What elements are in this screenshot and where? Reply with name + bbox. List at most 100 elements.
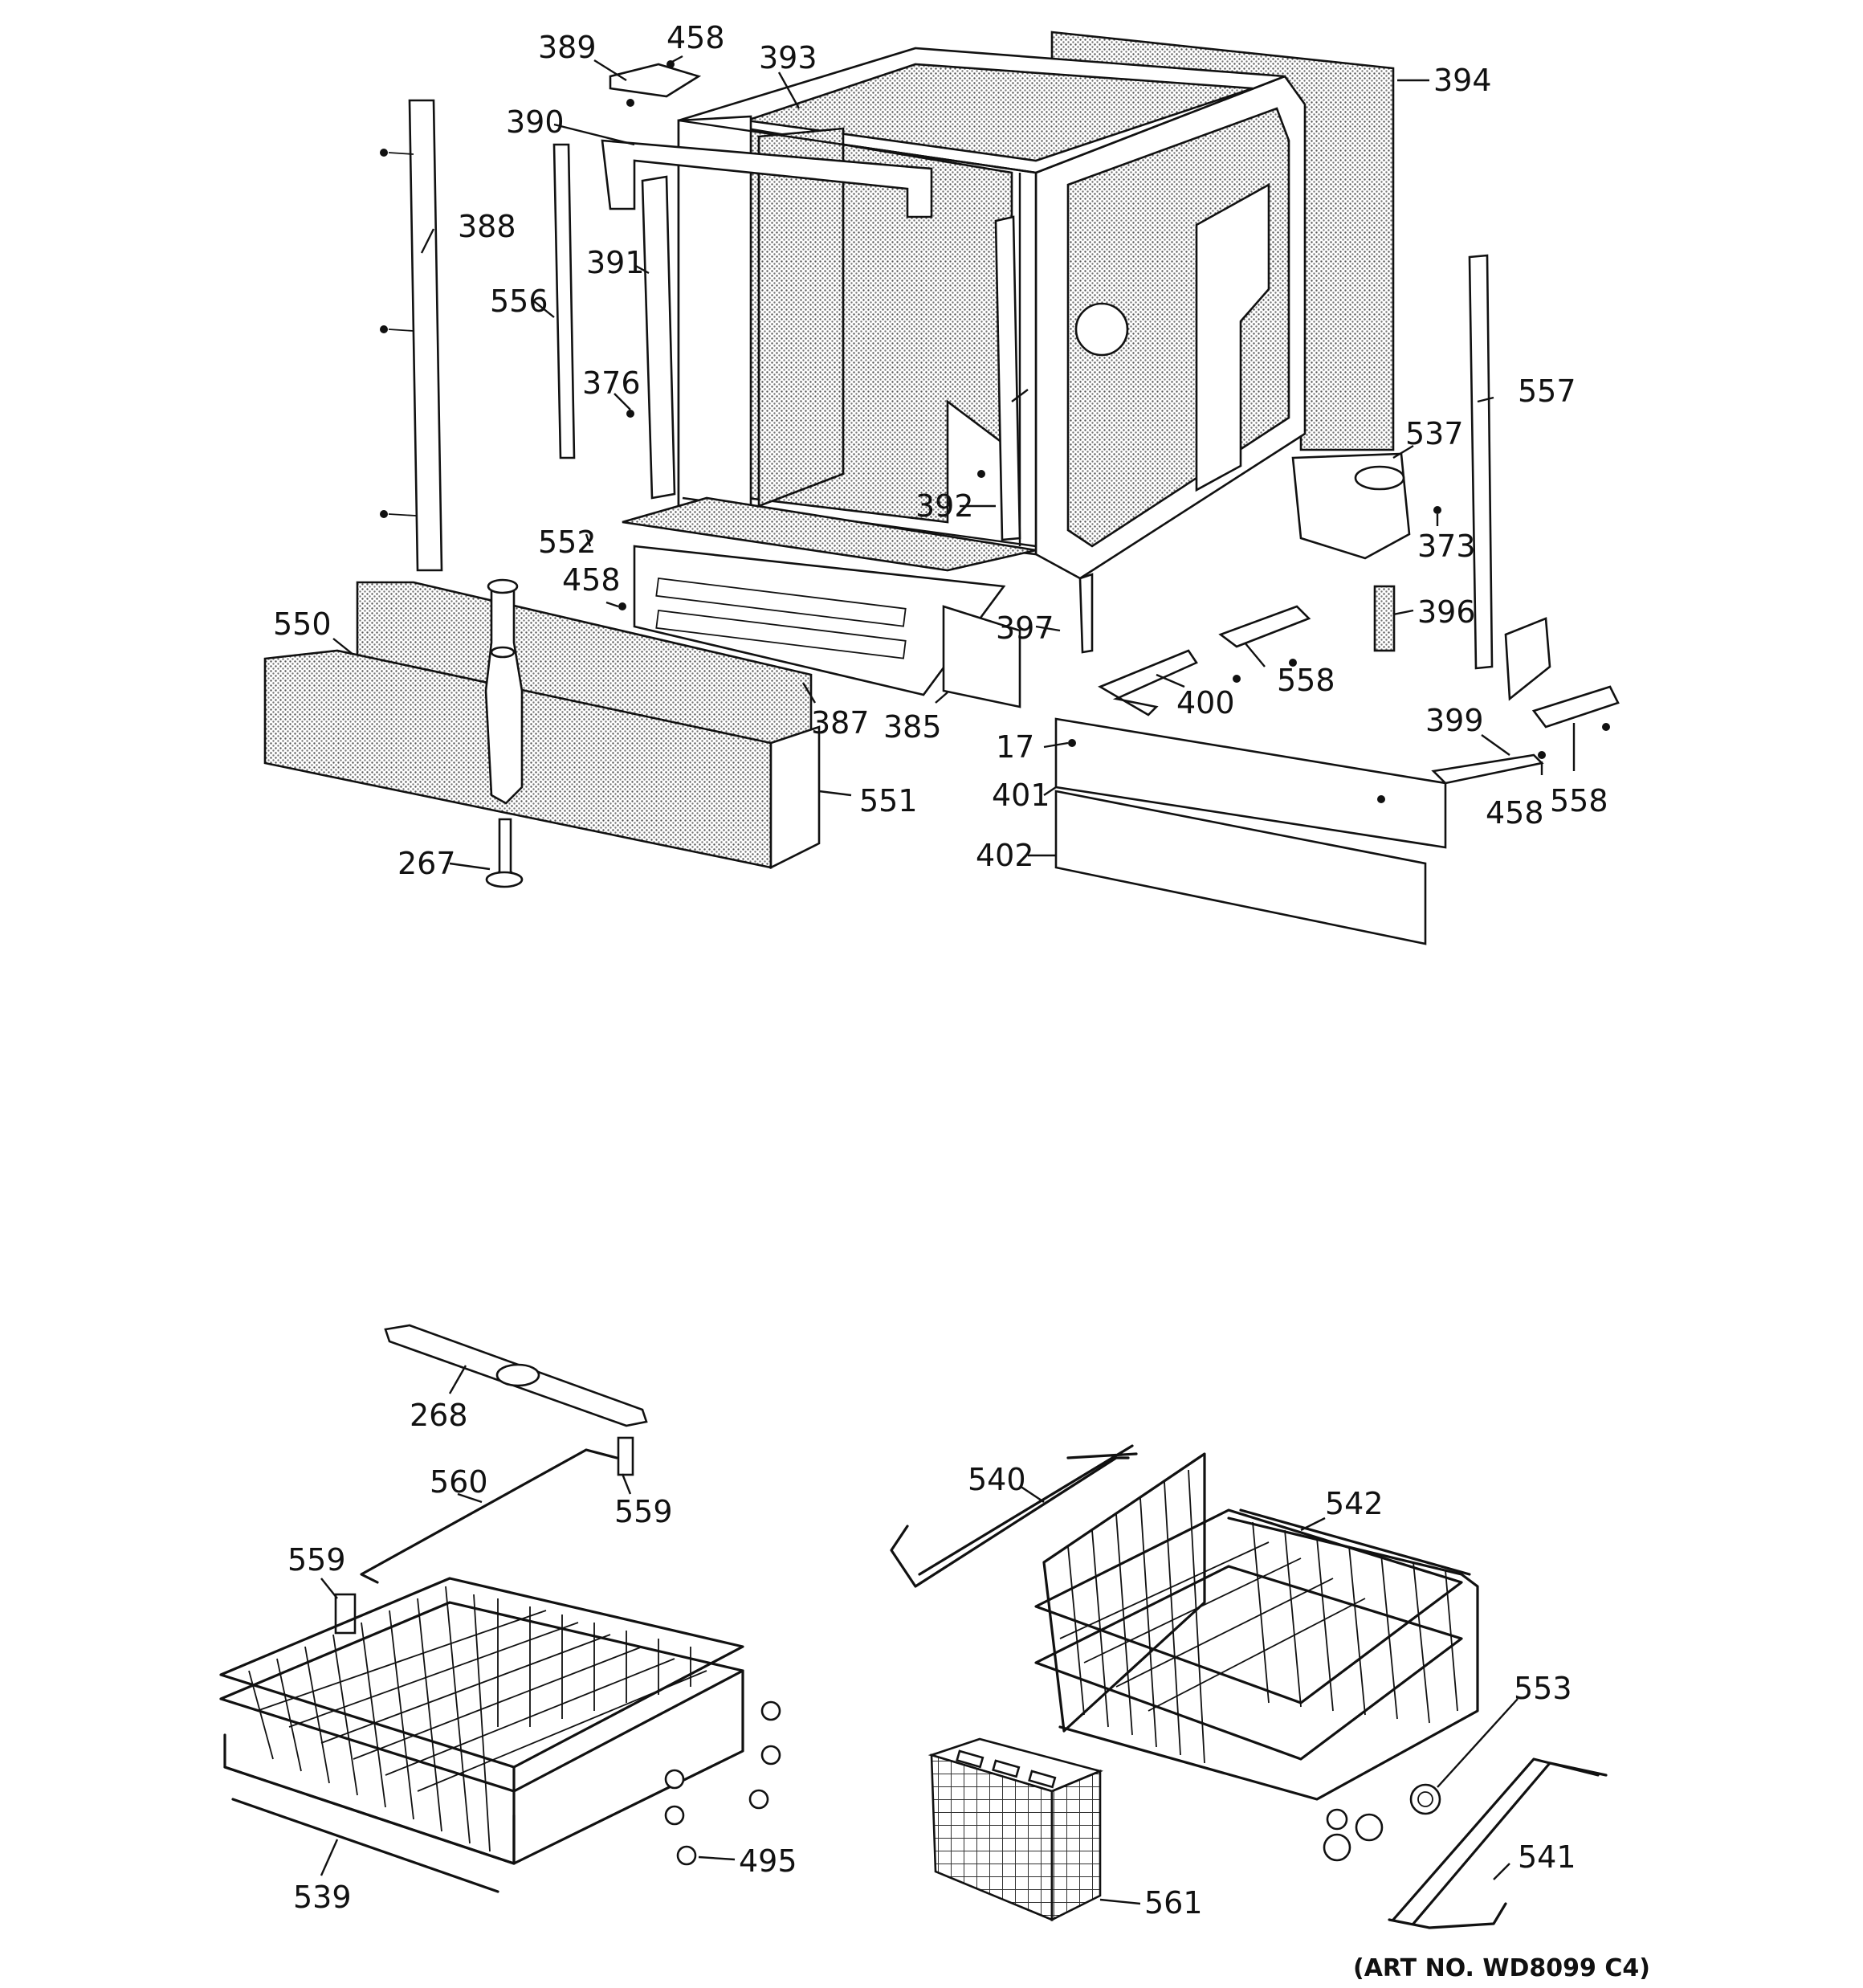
label-557: 557 <box>1518 374 1576 409</box>
label-561: 561 <box>1144 1885 1203 1921</box>
lower-rack-assembly <box>219 1324 781 1893</box>
tub-flange-392 <box>994 215 1021 541</box>
screw-373 <box>1433 506 1441 514</box>
tub-left-wall <box>677 115 752 516</box>
rail-399 <box>1431 753 1544 785</box>
screw-376 <box>626 410 634 418</box>
label-17: 17 <box>996 729 1034 765</box>
rack-rail-541 <box>1392 1757 1608 1925</box>
top-rail-390 <box>601 139 933 218</box>
side-panel-397 <box>1078 573 1094 654</box>
side-strip-556 <box>552 143 576 459</box>
label-552: 552 <box>538 525 597 560</box>
leveling-foot-537 <box>1354 465 1405 491</box>
wire-560 <box>360 1448 618 1584</box>
bottom-leader-lines <box>320 1365 1519 1905</box>
screw-558-b <box>1289 659 1297 667</box>
label-399: 399 <box>1425 703 1484 738</box>
art-number: (ART NO. WD8099 C4) <box>1353 1954 1650 1982</box>
upper-rack-542 <box>1034 1452 1479 1862</box>
upper-rack-wires <box>1059 1469 1458 1764</box>
hinge-bracket <box>1504 617 1551 701</box>
spring-396 <box>1373 585 1396 652</box>
label-267: 267 <box>397 846 456 881</box>
rack-wheel-495-f <box>676 1845 697 1866</box>
screw-388-b <box>380 325 388 333</box>
label-391: 391 <box>586 245 645 280</box>
screw-388-c <box>380 510 388 518</box>
insulation-block-550-side <box>769 725 821 870</box>
label-559-left: 559 <box>287 1542 346 1578</box>
bracket-559-right <box>617 1436 634 1476</box>
label-558-a: 558 <box>1277 663 1335 698</box>
tub-side-port <box>1074 302 1129 357</box>
rack-rail-540 <box>890 1456 1130 1588</box>
label-393: 393 <box>759 40 817 76</box>
label-553: 553 <box>1514 1671 1572 1706</box>
label-388: 388 <box>458 209 516 244</box>
rack-wheel-a <box>1323 1833 1351 1862</box>
side-rail-557 <box>1468 254 1494 670</box>
kickplate-402 <box>1054 790 1427 945</box>
screw-392 <box>977 470 985 478</box>
label-397: 397 <box>996 610 1054 646</box>
label-540: 540 <box>968 1462 1026 1497</box>
spray-arm-hub <box>495 1363 540 1387</box>
fill-tube-cap <box>487 578 519 594</box>
rack-stop-553-inner <box>1417 1791 1433 1807</box>
label-396: 396 <box>1417 594 1476 630</box>
label-458-top: 458 <box>667 20 725 55</box>
front-panel-slot-b <box>655 609 907 659</box>
bracket-385 <box>942 605 1021 708</box>
lower-rack-539 <box>219 1577 781 1893</box>
label-387: 387 <box>811 705 870 741</box>
insulation-strip-552 <box>622 496 1037 572</box>
screw-458-right <box>1538 751 1546 759</box>
top-bracket-389 <box>609 63 702 98</box>
label-401: 401 <box>992 778 1050 813</box>
tub-assembly <box>263 31 1620 945</box>
tub-left-wall-insulation <box>757 127 845 508</box>
label-392: 392 <box>915 488 974 524</box>
label-558-b: 558 <box>1550 783 1608 818</box>
rack-wheel-495-a <box>760 1700 781 1721</box>
tub-flange-391 <box>641 175 676 500</box>
label-495: 495 <box>739 1843 797 1879</box>
rack-wheel-c <box>1326 1808 1348 1831</box>
rack-wheel-b <box>1355 1813 1384 1842</box>
label-560: 560 <box>430 1464 488 1500</box>
label-541: 541 <box>1518 1839 1576 1875</box>
screw-558-a <box>1233 675 1241 683</box>
label-537: 537 <box>1405 416 1464 451</box>
label-458-right: 458 <box>1486 795 1544 831</box>
label-389: 389 <box>538 30 597 65</box>
screw-389 <box>626 99 634 107</box>
upper-rack-assembly <box>890 1444 1608 1929</box>
fill-tube-267 <box>484 585 524 805</box>
label-268: 268 <box>410 1398 468 1433</box>
label-542: 542 <box>1325 1486 1384 1521</box>
bracket-558-a <box>1218 605 1311 648</box>
front-panel-slot-a <box>655 577 907 627</box>
fill-tube-base <box>485 871 524 888</box>
label-402: 402 <box>976 838 1034 873</box>
silverware-basket-561 <box>927 1737 1104 1922</box>
label-559-right: 559 <box>614 1494 673 1529</box>
part-labels: 389 458 393 394 390 388 391 556 376 557 … <box>273 20 1650 1982</box>
label-539: 539 <box>293 1880 352 1915</box>
label-400: 400 <box>1176 685 1235 720</box>
label-385: 385 <box>883 709 942 745</box>
top-leader-lines <box>332 55 1576 871</box>
fill-tube-lower-267 <box>488 818 520 881</box>
screw-401 <box>1377 795 1385 803</box>
lower-rack-tines <box>248 1586 707 1852</box>
rail-400 <box>1098 649 1198 716</box>
screw-388-a <box>380 149 388 157</box>
screw-558-c <box>1602 723 1610 731</box>
screw-17 <box>1068 739 1076 747</box>
label-390: 390 <box>506 104 565 140</box>
label-556: 556 <box>490 284 548 319</box>
bracket-559-left <box>334 1593 357 1635</box>
rack-wheel-495-d <box>664 1769 685 1790</box>
